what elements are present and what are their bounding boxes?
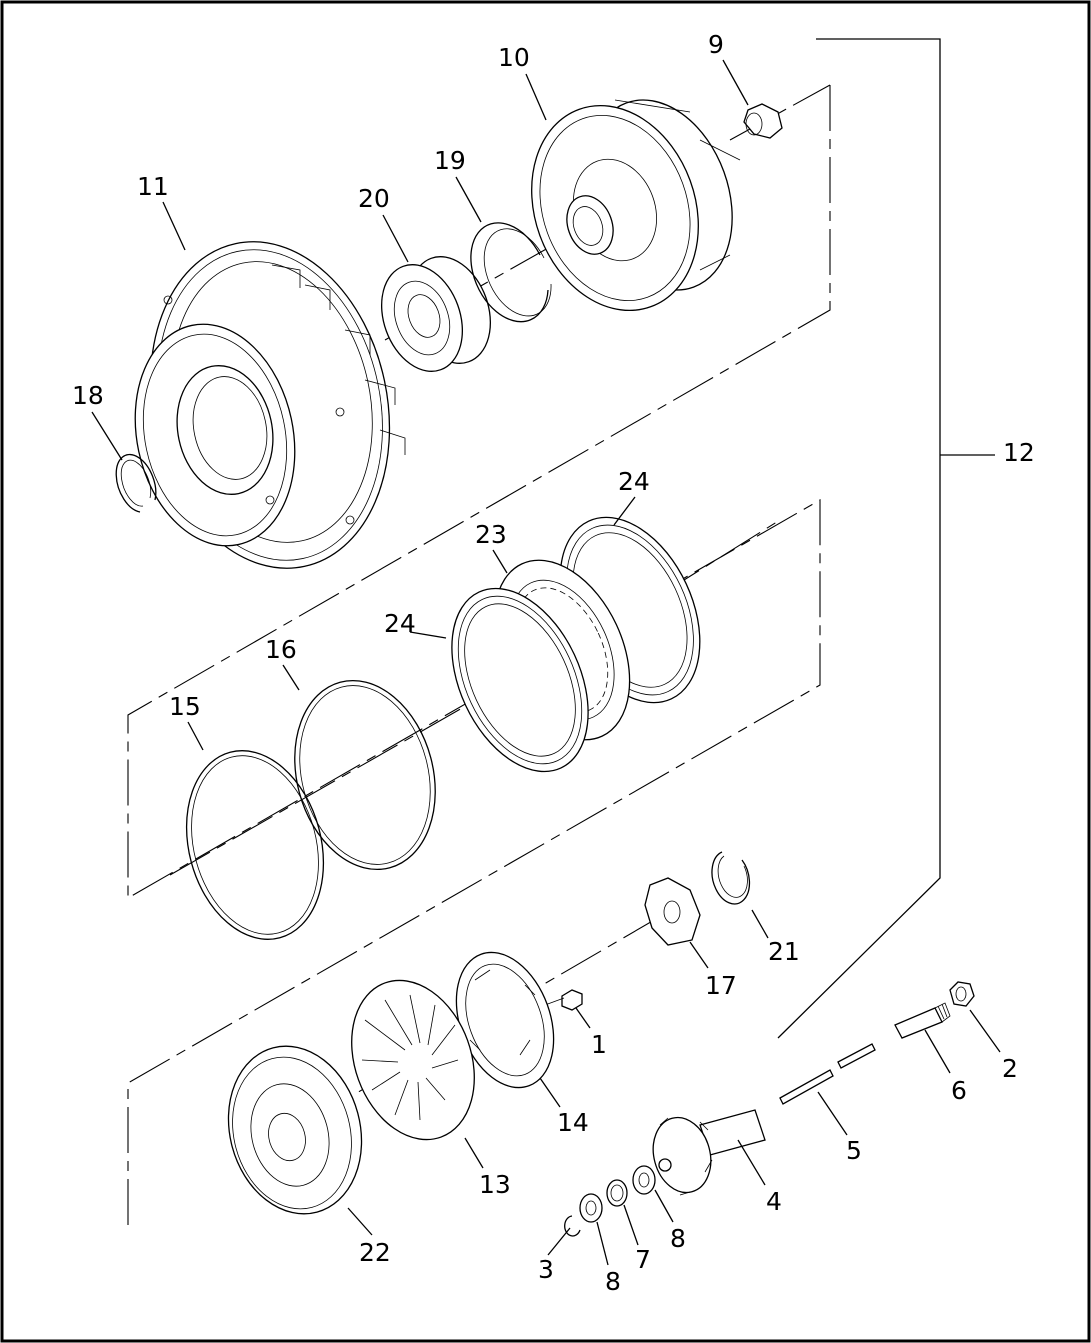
callout-24-front: 24 <box>384 609 416 638</box>
callout-7: 7 <box>635 1245 651 1274</box>
callout-11: 11 <box>137 172 169 201</box>
retaining-ring-3 <box>564 1215 581 1237</box>
push-rod-5 <box>779 1043 876 1105</box>
washer-8-left <box>579 1193 603 1223</box>
callout-13: 13 <box>479 1170 511 1199</box>
callout-6: 6 <box>951 1076 967 1105</box>
callout-labels: 1 2 3 4 5 6 7 8 8 9 10 11 12 13 14 15 16… <box>72 30 1035 1296</box>
bearing-7 <box>606 1179 628 1207</box>
callout-10: 10 <box>498 43 530 72</box>
adjusting-screw-6 <box>894 1002 951 1039</box>
leader-lines <box>91 59 1001 1266</box>
callout-8-right: 8 <box>670 1224 686 1253</box>
callout-4: 4 <box>766 1187 782 1216</box>
callout-12: 12 <box>1003 438 1035 467</box>
callout-1: 1 <box>591 1030 607 1059</box>
callout-24-rear: 24 <box>618 467 650 496</box>
callout-15: 15 <box>169 692 201 721</box>
snap-ring-19 <box>470 222 552 323</box>
callout-14: 14 <box>557 1108 589 1137</box>
adjuster-plate-17 <box>644 877 701 946</box>
bolt-1 <box>544 989 583 1011</box>
assembly-bracket-12 <box>777 38 995 1039</box>
clutch-shell <box>134 241 406 569</box>
callout-20: 20 <box>358 184 390 213</box>
callout-9: 9 <box>708 30 724 59</box>
nut-9 <box>743 103 783 139</box>
callout-16: 16 <box>265 635 297 664</box>
nut-2 <box>949 981 975 1007</box>
spring-ring-15 <box>185 750 325 940</box>
spring-ring-16 <box>294 679 436 871</box>
clutch-hub-10 <box>531 99 741 312</box>
callout-23: 23 <box>475 520 507 549</box>
callout-19: 19 <box>434 146 466 175</box>
callout-3: 3 <box>538 1255 554 1284</box>
release-plate-14 <box>455 951 555 1089</box>
pressure-plate-22 <box>227 1045 363 1215</box>
release-ramp-4 <box>649 1109 766 1196</box>
callout-5: 5 <box>846 1136 862 1165</box>
callout-2: 2 <box>1002 1054 1018 1083</box>
callout-17: 17 <box>705 971 737 1000</box>
retaining-ring-18 <box>115 453 157 513</box>
friction-plate-24-front <box>451 587 589 773</box>
callout-18: 18 <box>72 381 104 410</box>
callout-22: 22 <box>359 1238 391 1267</box>
diaphragm-spring-13 <box>351 979 475 1141</box>
callout-8-left: 8 <box>605 1267 621 1296</box>
retaining-ring-21 <box>711 851 751 905</box>
callout-21: 21 <box>768 937 800 966</box>
bearing-20 <box>380 256 492 372</box>
washer-8-right <box>632 1165 656 1195</box>
